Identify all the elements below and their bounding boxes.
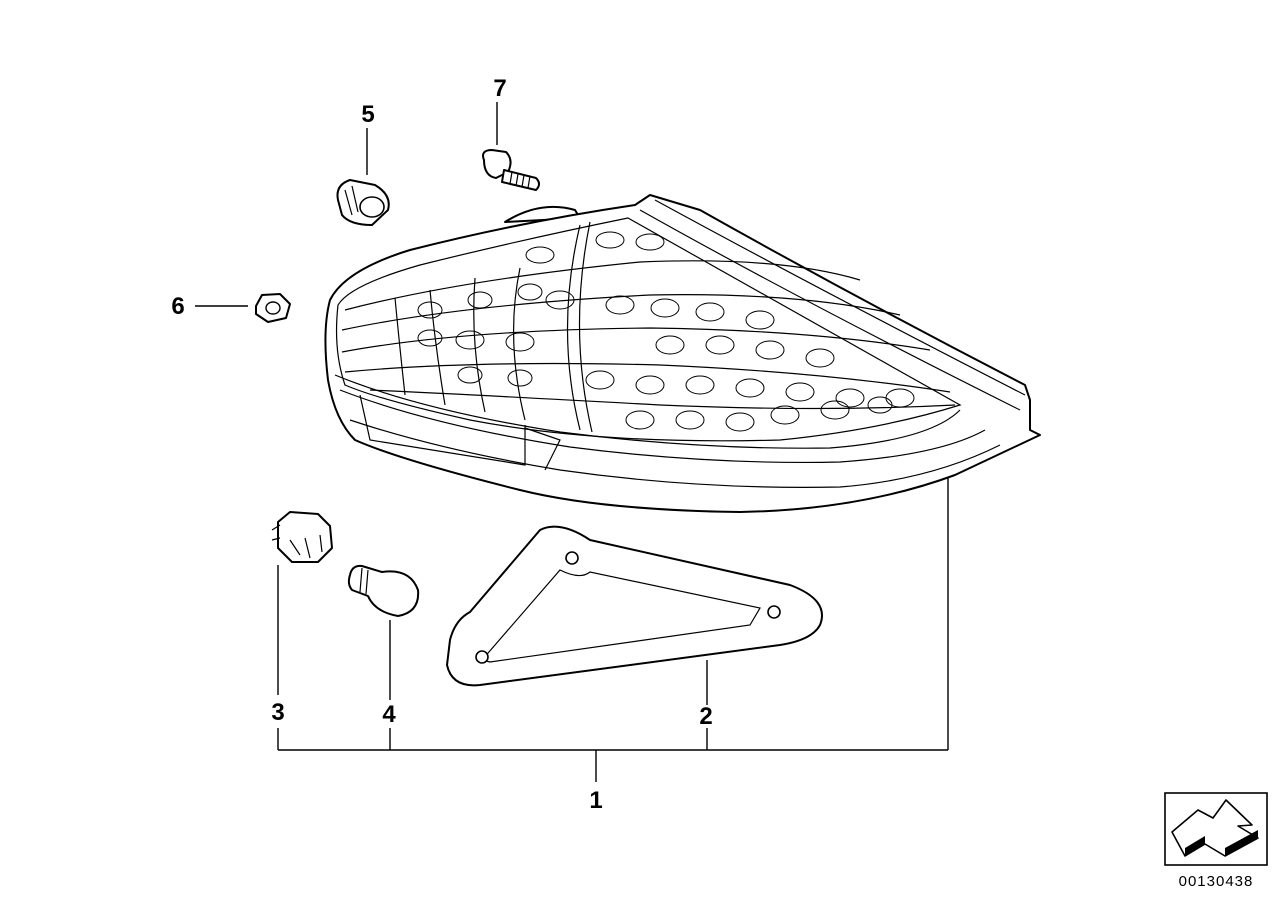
bulb-socket-part <box>271 511 333 563</box>
diagram-number: 00130438 <box>1179 873 1254 890</box>
leader-lines <box>195 102 949 782</box>
callout-3: 3 <box>271 699 284 726</box>
callout-5: 5 <box>361 101 374 128</box>
callout-6: 6 <box>171 293 184 320</box>
nut-part <box>255 293 291 323</box>
bulb-part <box>347 564 420 617</box>
callout-4: 4 <box>382 701 396 728</box>
screw-part <box>482 149 540 191</box>
callout-1: 1 <box>589 787 602 814</box>
tail-light-housing <box>324 194 1041 513</box>
callout-2: 2 <box>699 703 712 730</box>
callout-7: 7 <box>493 75 506 102</box>
direction-arrow-icon <box>1164 792 1268 866</box>
grommet-part <box>336 179 390 226</box>
gasket-part <box>446 525 823 687</box>
led-array <box>341 221 956 433</box>
